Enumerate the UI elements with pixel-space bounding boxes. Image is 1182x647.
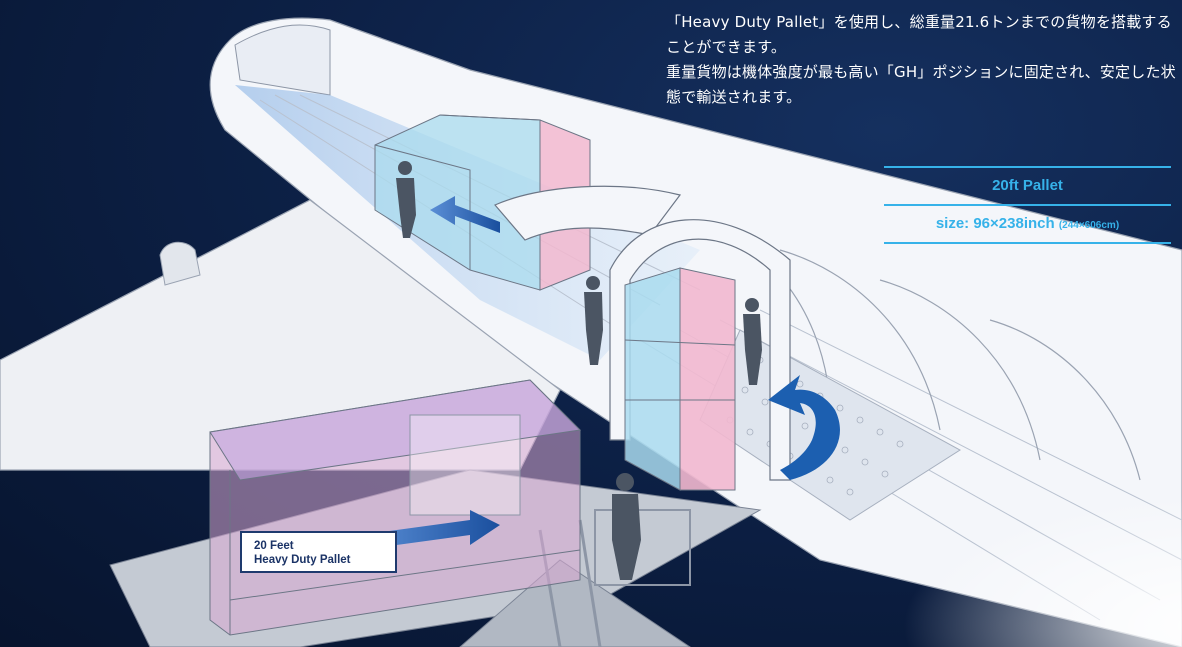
- worker-4: [612, 473, 641, 580]
- door-container: [624, 267, 736, 491]
- pallet-label-line-1: 20 Feet: [254, 540, 294, 552]
- worker-2: [584, 276, 603, 365]
- spec-size-main: size: 96×238inch: [935, 215, 1055, 232]
- workers: [396, 161, 762, 580]
- description-paragraph-2: 重量貨物は機体強度が最も高い「GH」ポジションに固定され、安定した状態で輸送され…: [666, 63, 1176, 106]
- spec-rule-bottom: [884, 242, 1171, 244]
- light-flare: [800, 450, 1182, 647]
- pallet-label-line-2: Heavy Duty Pallet: [254, 554, 351, 566]
- spec-rule-middle: [884, 204, 1171, 206]
- rear-container: [374, 114, 591, 291]
- description-paragraph-1: 「Heavy Duty Pallet」を使用し、総重量21.6トンまでの貨物を搭…: [666, 13, 1172, 56]
- spec-size-metric: (244×606cm): [1058, 220, 1120, 231]
- spec-name: 20ft Pallet: [992, 177, 1063, 194]
- description-text: 「Heavy Duty Pallet」を使用し、総重量21.6トンまでの貨物を搭…: [666, 10, 1176, 110]
- arrow-into-deck: [430, 196, 500, 233]
- spec-rule-top: [884, 166, 1171, 168]
- cargo-door: [494, 185, 791, 481]
- rotate-arrow: [768, 375, 840, 480]
- pallet-label: 20 Feet Heavy Duty Pallet: [240, 531, 397, 573]
- spec-size-row: size: 96×238inch (244×606cm): [884, 206, 1171, 242]
- pallet-spec-box: 20ft Pallet size: 96×238inch (244×606cm): [884, 166, 1171, 244]
- worker-3: [743, 298, 762, 385]
- worker-1: [396, 161, 416, 238]
